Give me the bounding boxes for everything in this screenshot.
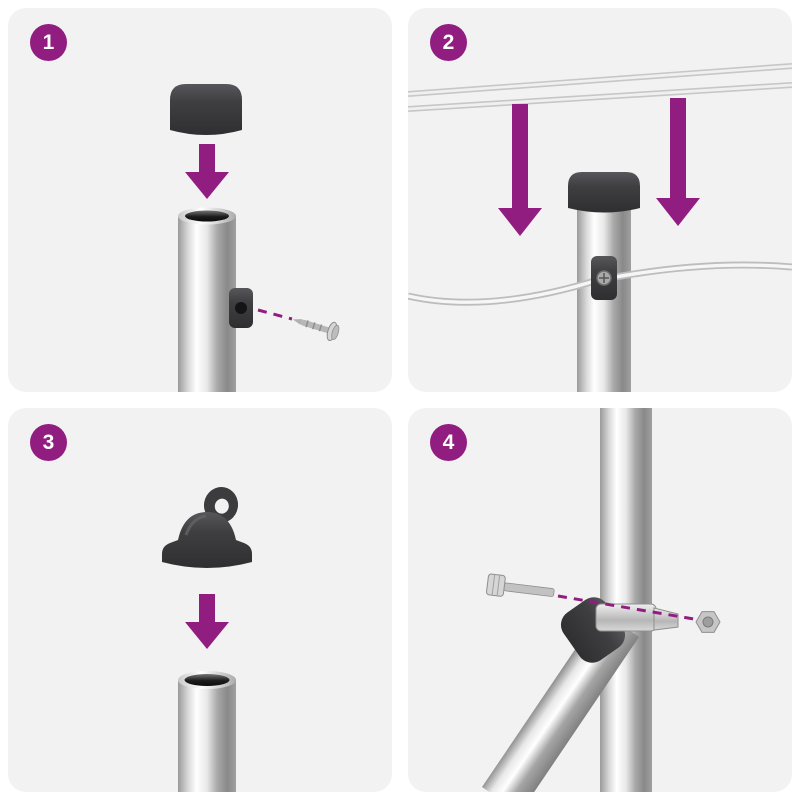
clip: [591, 256, 617, 300]
vertical-pole: [600, 408, 652, 792]
arrow-down-icon: [656, 98, 700, 226]
arrow-down-icon: [498, 104, 542, 236]
pole: [178, 207, 236, 392]
end-cap: [170, 84, 242, 135]
step-badge-3: 3: [30, 424, 67, 461]
step-panel-3: 3: [8, 408, 392, 792]
step-number: 4: [442, 430, 455, 454]
step-number: 2: [442, 30, 455, 54]
dashed-guide-line: [257, 308, 293, 321]
step-panel-2: 2: [408, 8, 792, 392]
eyelet-cap: [162, 487, 252, 568]
clamp: [595, 603, 679, 632]
bolt-icon: [486, 573, 555, 597]
cord: [408, 261, 792, 306]
upper-lines: [408, 63, 792, 112]
clip: [229, 288, 253, 328]
step-number: 3: [42, 430, 55, 454]
illustration-step-2: [408, 63, 792, 392]
screw-icon: [292, 319, 340, 342]
step-badge-2: 2: [430, 24, 467, 61]
illustration-step-4: [482, 408, 721, 792]
end-cap: [568, 172, 640, 213]
step-panel-1: 1: [8, 8, 392, 392]
step-panel-4: 4: [408, 408, 792, 792]
tube: [178, 671, 236, 792]
nut-icon: [695, 611, 721, 633]
illustration-step-1: [170, 84, 340, 392]
step-badge-4: 4: [430, 424, 467, 461]
arrow-down-icon: [185, 594, 229, 649]
illustration-step-3: [162, 487, 252, 792]
step-badge-1: 1: [30, 24, 67, 61]
step-number: 1: [42, 30, 55, 54]
arrow-down-icon: [185, 144, 229, 199]
dashed-guide-line: [557, 594, 695, 621]
